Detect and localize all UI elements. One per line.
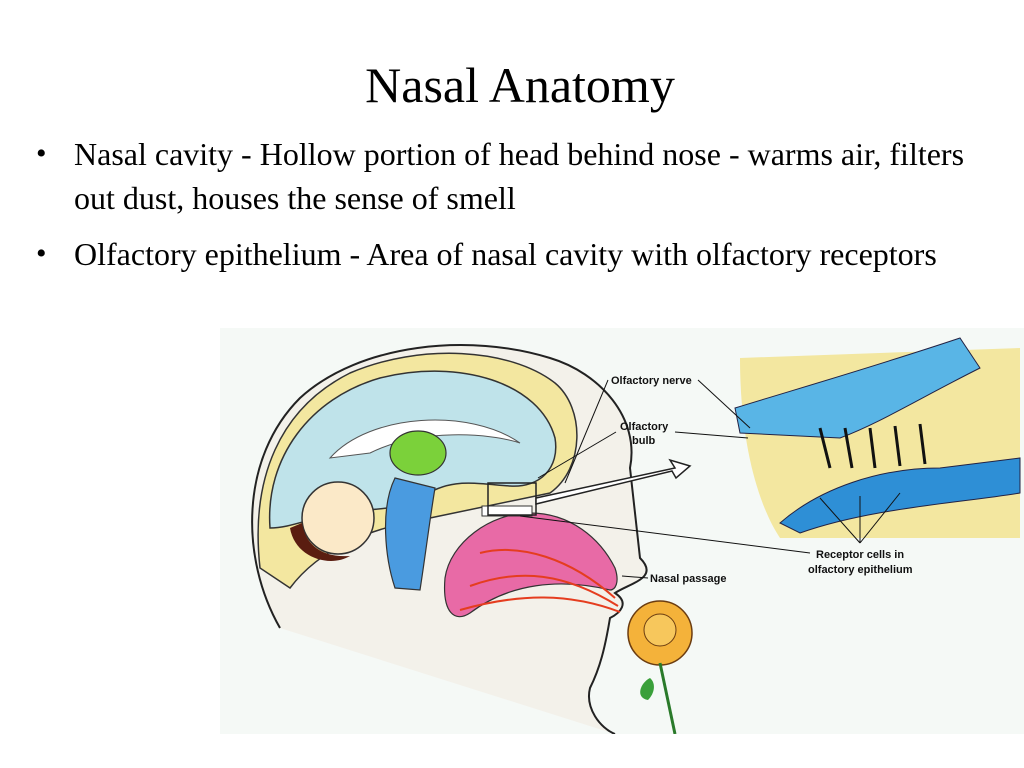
leader-olfactory-nerve: [564, 379, 609, 484]
leader-receptor-inset-3: [859, 492, 901, 544]
bullet-text: Nasal cavity - Hollow portion of head be…: [74, 136, 965, 216]
inset-epithelium: [779, 457, 1021, 534]
airflow-arrow: [469, 574, 619, 607]
leader-receptor-cells: [519, 515, 811, 554]
leader-olfactory-nerve-inset: [697, 379, 751, 429]
airflow-arrow: [479, 549, 616, 599]
cribriform-plate: [481, 505, 533, 517]
cerebellum: [301, 481, 375, 555]
detail-arrow: [535, 458, 692, 505]
brainstem: [384, 477, 436, 591]
label-olfactory-bulb-2: bulb: [632, 435, 655, 447]
bullet-olfactory-epithelium: • Olfactory epithelium - Area of nasal c…: [36, 232, 966, 276]
slide-title: Nasal Anatomy: [365, 57, 675, 113]
inset-bulb: [734, 337, 981, 439]
anatomy-svg: Olfactory nerve Olfactory bulb Receptor …: [251, 337, 1021, 734]
nasal-anatomy-illustration: Olfactory nerve Olfactory bulb Receptor …: [220, 328, 1024, 734]
label-olfactory-bulb-1: Olfactory: [620, 421, 669, 433]
leader-olfactory-bulb: [537, 431, 617, 479]
bullet-marker: •: [36, 237, 47, 270]
leader-receptor-inset-1: [819, 497, 861, 544]
bullet-text: Olfactory epithelium - Area of nasal cav…: [74, 236, 937, 272]
epithelium-inset: [734, 337, 1021, 538]
label-receptor-cells-2: olfactory epithelium: [808, 564, 913, 576]
leader-olfactory-bulb-inset: [674, 431, 749, 439]
label-nasal-passage: Nasal passage: [650, 573, 726, 585]
nasal-cavity: [443, 512, 618, 618]
thalamus: [389, 430, 447, 476]
rose-illustration: [627, 600, 693, 734]
leader-nasal-passage: [621, 575, 649, 579]
label-receptor-cells-1: Receptor cells in: [816, 549, 904, 561]
bullet-list: • Nasal cavity - Hollow portion of head …: [36, 132, 966, 288]
bullet-marker: •: [36, 137, 47, 170]
cerebellum-dark: [290, 523, 350, 561]
bullet-nasal-cavity: • Nasal cavity - Hollow portion of head …: [36, 132, 966, 220]
airflow-arrow: [459, 596, 621, 613]
inset-receptor-fiber: [818, 423, 927, 469]
label-olfactory-nerve: Olfactory nerve: [611, 375, 692, 387]
